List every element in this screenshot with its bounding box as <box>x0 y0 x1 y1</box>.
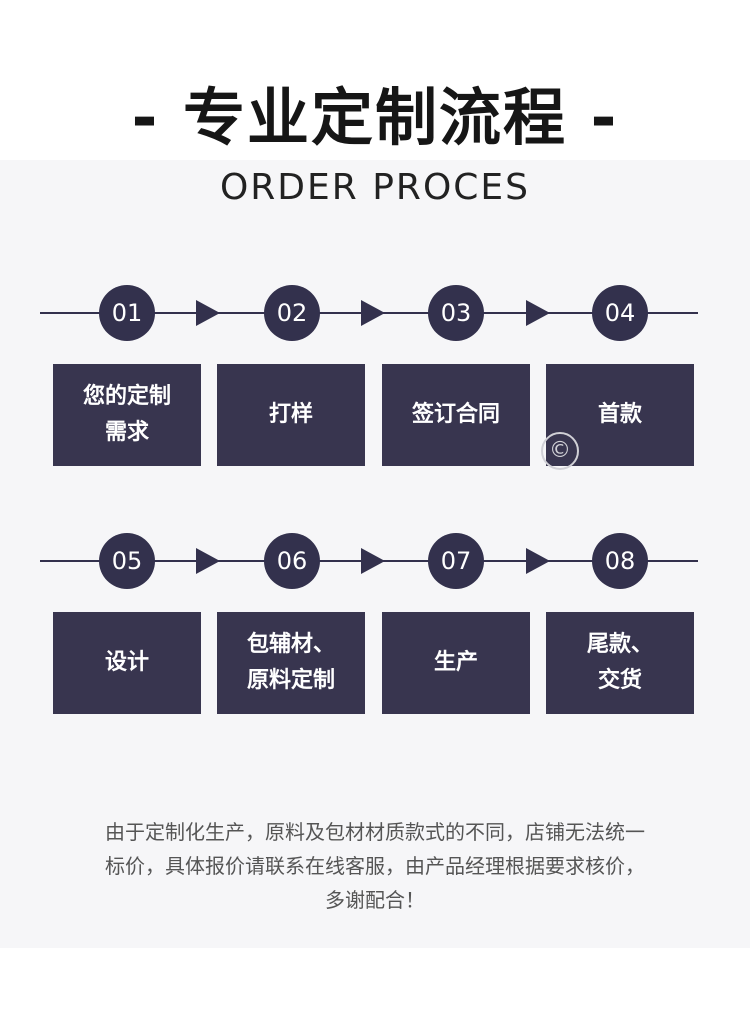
step-label: 设计 <box>104 650 149 675</box>
step-number-08: 08 <box>592 533 648 589</box>
step-box-sampling: 打样 <box>217 364 365 466</box>
step-box-custom-requirements: 您的定制 需求 <box>53 364 201 466</box>
step-number-04: 04 <box>592 285 648 341</box>
step-number-05: 05 <box>99 533 155 589</box>
step-number-02: 02 <box>264 285 320 341</box>
arrow-right-icon <box>526 300 550 326</box>
step-number-07: 07 <box>428 533 484 589</box>
step-box-sign-contract: 签订合同 <box>382 364 530 466</box>
step-number-01: 01 <box>99 285 155 341</box>
footer-note-line: 多谢配合！ <box>325 888 425 912</box>
step-label: 包辅材、 原料定制 <box>246 632 335 693</box>
step-box-production: 生产 <box>382 612 530 714</box>
step-box-final-payment-delivery: 尾款、 交货 <box>546 612 694 714</box>
arrow-right-icon <box>196 548 220 574</box>
step-label: 首款 <box>597 402 642 427</box>
step-label: 尾款、 交货 <box>586 632 653 693</box>
step-box-materials: 包辅材、 原料定制 <box>217 612 365 714</box>
step-label: 签订合同 <box>411 402 500 427</box>
step-label: 打样 <box>268 402 313 427</box>
step-label: 生产 <box>433 650 478 675</box>
page-title: - 专业定制流程 - <box>131 81 619 154</box>
footer-note: 由于定制化生产，原料及包材材质款式的不同，店铺无法统一 标价，具体报价请联系在线… <box>40 815 710 917</box>
arrow-right-icon <box>361 300 385 326</box>
arrow-right-icon <box>526 548 550 574</box>
step-number-06: 06 <box>264 533 320 589</box>
copyright-icon: © <box>541 432 579 470</box>
step-number-03: 03 <box>428 285 484 341</box>
footer-note-line: 标价，具体报价请联系在线客服，由产品经理根据要求核价， <box>105 854 645 878</box>
footer-note-line: 由于定制化生产，原料及包材材质款式的不同，店铺无法统一 <box>105 820 645 844</box>
arrow-right-icon <box>196 300 220 326</box>
step-box-design: 设计 <box>53 612 201 714</box>
step-label: 您的定制 需求 <box>82 384 171 445</box>
arrow-right-icon <box>361 548 385 574</box>
page-subtitle: ORDER PROCES <box>219 167 531 208</box>
